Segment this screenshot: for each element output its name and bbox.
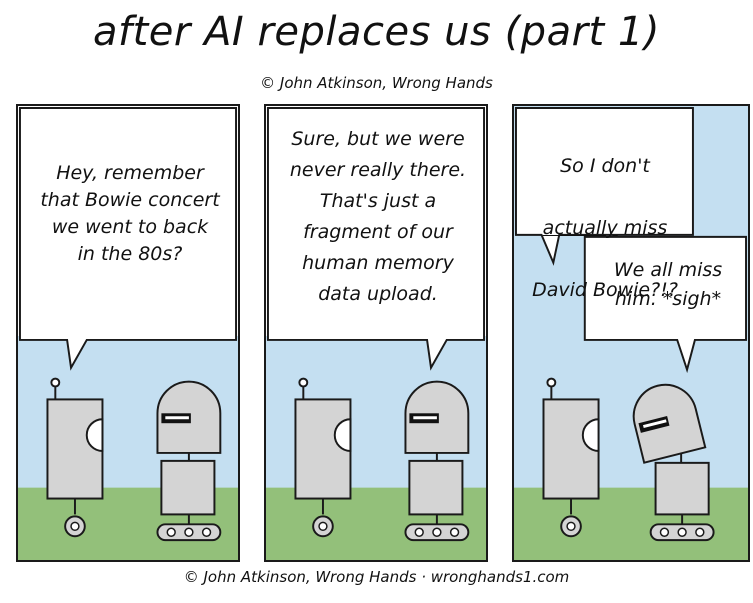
robot-right (156, 380, 222, 542)
credit-top: © John Atkinson, Wrong Hands (260, 74, 493, 92)
panel-3-scene (514, 106, 748, 560)
speech-bubble (18, 106, 238, 371)
robot-left (542, 377, 600, 538)
robot-right (404, 380, 470, 542)
speech-line: actually miss (520, 213, 690, 244)
panel-2-scene (266, 106, 486, 560)
comic-title: after AI replaces us (part 1) (93, 9, 660, 55)
speech-bubble-top (514, 106, 694, 266)
speech-text: Sure, but we were never really there. Th… (289, 128, 467, 305)
robot-left (46, 377, 104, 538)
speech-text: Hey, remember that Bowie concert we went… (40, 162, 220, 265)
robot-left (294, 377, 352, 538)
underlined-word: actually (542, 217, 618, 239)
speech-bubble (266, 106, 486, 371)
speech-line: So I don't (560, 155, 650, 177)
panel-3: So I don't actually miss David Bowie?!? … (512, 104, 750, 562)
speech-fragment: miss (617, 217, 668, 239)
speech-text-bottom: We all miss him. *sigh* (613, 259, 723, 310)
robot-right-sighing (632, 383, 715, 542)
panel-1: Hey, remember that Bowie concert we went… (16, 104, 240, 562)
speech-line: David Bowie?!? (532, 279, 678, 301)
speech-bubble-bottom (583, 235, 748, 374)
credit-bottom: © John Atkinson, Wrong Hands · wronghand… (183, 568, 570, 586)
panel-2: Sure, but we were never really there. Th… (264, 104, 488, 562)
speech-text-top: So I don't actually miss David Bowie?!? (520, 120, 690, 337)
panel-1-scene (18, 106, 238, 560)
